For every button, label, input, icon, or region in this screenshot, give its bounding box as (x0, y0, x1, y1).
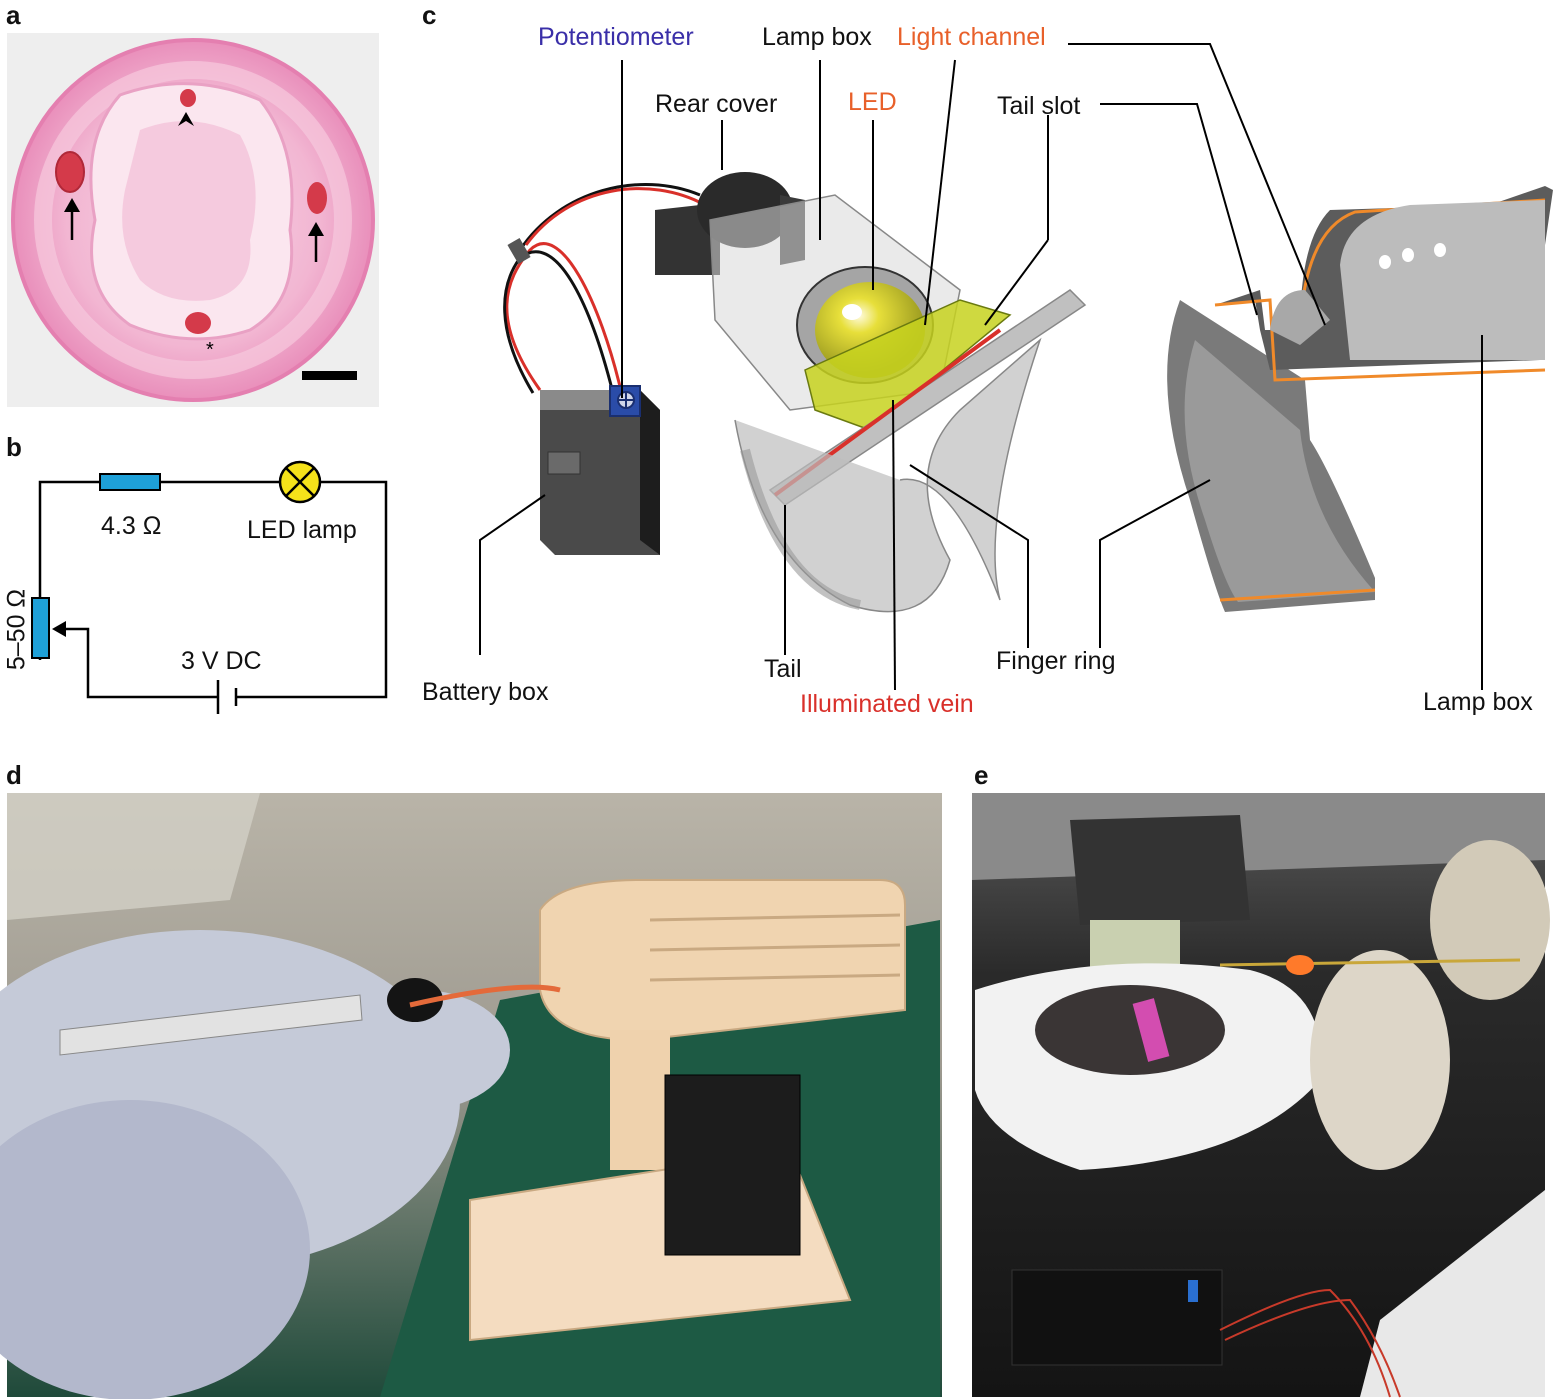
lamp-box-top-label: Lamp box (762, 23, 872, 51)
wiper-arrow-icon (52, 621, 66, 637)
panel-a-histology: * (7, 33, 379, 407)
resistor-icon (99, 473, 161, 491)
battery-box-label: Battery box (422, 678, 549, 706)
potentiometer-range-label: 5–50 Ω (2, 588, 31, 671)
panel-letter-d: d (6, 760, 22, 790)
panel-letter-a: a (6, 0, 21, 30)
potentiometer-icon (31, 597, 50, 659)
led-label: LED (848, 88, 897, 116)
tail-slot-label: Tail slot (997, 92, 1081, 120)
panel-letter-c: c (422, 0, 437, 30)
lamp-box-bottom-label: Lamp box (1423, 688, 1533, 716)
panel-d-photo (0, 793, 942, 1399)
resistor-label: 4.3 Ω (101, 512, 162, 540)
led-lamp-icon (278, 460, 322, 504)
tail-label: Tail (764, 655, 802, 683)
rear-cover-label: Rear cover (655, 90, 778, 118)
svg-text:*: * (206, 339, 214, 361)
led-lamp-label: LED lamp (247, 516, 357, 544)
finger-ring-label: Finger ring (996, 647, 1116, 675)
leader-lines (479, 43, 1483, 691)
source-label: 3 V DC (181, 647, 262, 675)
light-channel-label: Light channel (897, 23, 1046, 51)
panel-letter-e: e (974, 760, 989, 790)
potentiometer-label: Potentiometer (538, 23, 694, 51)
panel-e-photo (972, 793, 1550, 1398)
panel-c-cross-section (1167, 186, 1553, 612)
panel-b-circuit (38, 480, 388, 714)
panel-letter-b: b (6, 432, 22, 462)
panel-c-device (503, 172, 1087, 613)
illuminated-vein-label: Illuminated vein (800, 690, 974, 718)
